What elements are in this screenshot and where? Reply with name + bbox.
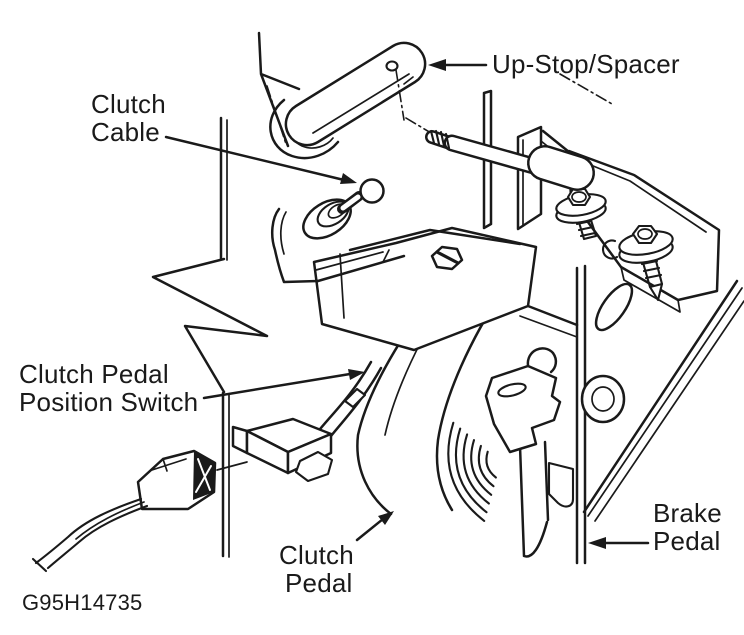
arrow-clutch-cable xyxy=(340,173,357,184)
label-clutch-pedal-line1: Clutch xyxy=(279,540,354,570)
leader-brake-pedal xyxy=(588,537,650,549)
up-stop-spacer-part xyxy=(284,41,427,147)
leader-up-stop-spacer xyxy=(428,59,488,71)
arrow-brake-pedal xyxy=(588,537,606,549)
label-brake-pedal-line1: Brake xyxy=(653,498,722,528)
switch-hook-bracket xyxy=(484,347,562,454)
label-clutch-cable-line2: Cable xyxy=(91,117,160,147)
leader-clutch-pedal xyxy=(355,511,394,542)
label-clutch-pedal: Clutch Pedal xyxy=(279,541,354,597)
wiring-connector xyxy=(31,449,248,573)
arrow-clutch-pedal xyxy=(378,511,394,525)
centerlines xyxy=(395,69,613,137)
label-clutch-cable: Clutch Cable xyxy=(91,90,166,146)
label-brake-pedal-line2: Pedal xyxy=(653,526,721,556)
arrow-position-switch xyxy=(348,369,365,380)
figure-code: G95H14735 xyxy=(22,590,143,615)
mounting-screws xyxy=(555,187,674,302)
dash-panel-edge xyxy=(151,116,269,558)
leader-clutch-cable xyxy=(164,135,357,184)
label-up-stop-spacer: Up-Stop/Spacer xyxy=(492,50,680,78)
arrow-up-stop-spacer xyxy=(428,59,446,71)
brake-pedal-part xyxy=(518,264,744,565)
label-position-switch-line2: Position Switch xyxy=(19,387,199,417)
label-clutch-pedal-position-switch: Clutch Pedal Position Switch xyxy=(19,360,198,416)
pivot-stud xyxy=(425,129,595,191)
mounting-bracket xyxy=(312,226,579,352)
leader-position-switch xyxy=(202,369,365,400)
label-clutch-cable-line1: Clutch xyxy=(91,89,166,119)
label-up-stop-spacer-text: Up-Stop/Spacer xyxy=(492,49,680,79)
clutch-cable-end xyxy=(270,178,406,284)
label-position-switch-line1: Clutch Pedal xyxy=(19,359,169,389)
label-brake-pedal: Brake Pedal xyxy=(653,499,722,555)
label-clutch-pedal-line2: Pedal xyxy=(285,568,353,598)
torsion-spring xyxy=(447,421,497,522)
position-switch-part xyxy=(231,360,383,483)
